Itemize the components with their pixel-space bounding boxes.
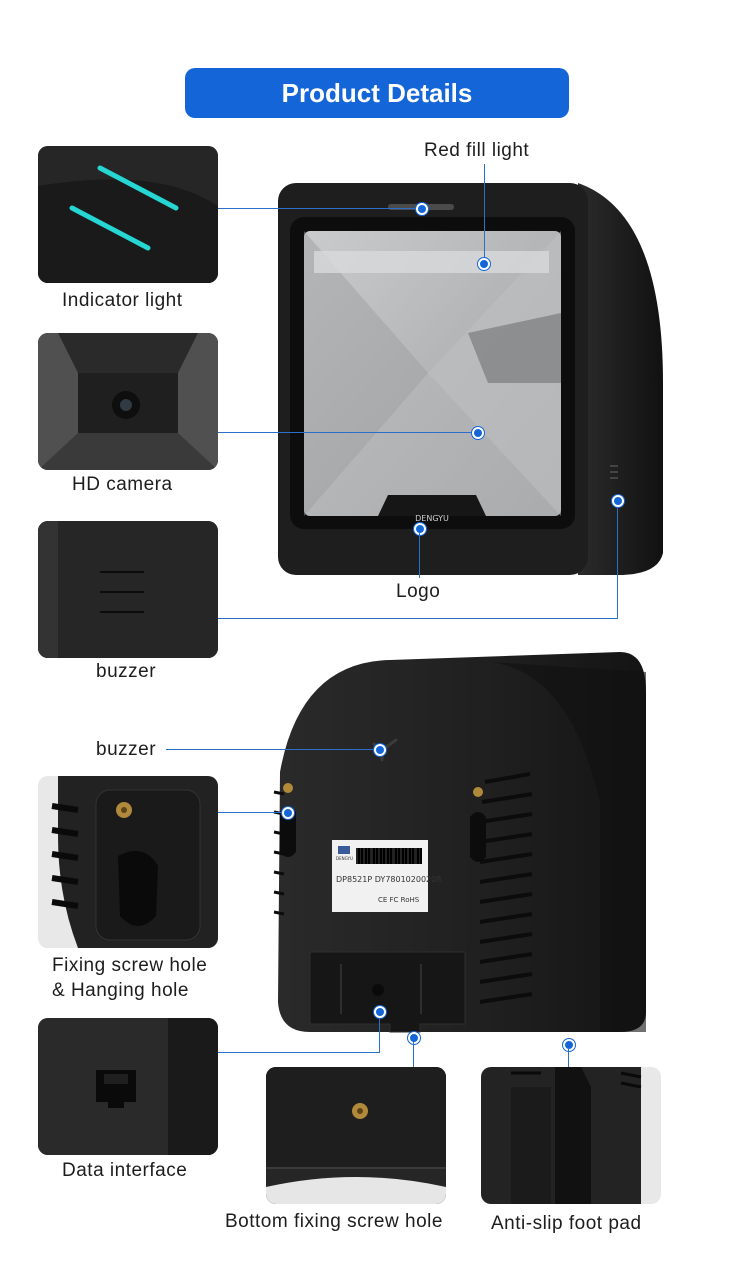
callout-dot-hd-camera bbox=[472, 427, 484, 439]
label-data-interface: Data interface bbox=[62, 1160, 188, 1181]
thumbnail-data-interface bbox=[38, 1018, 218, 1155]
label-anti-slip-foot-pad: Anti-slip foot pad bbox=[491, 1213, 642, 1234]
scanner-front-image: DENGYU bbox=[278, 183, 663, 578]
label-fixing-screw-hole-1: Fixing screw hole bbox=[52, 955, 208, 976]
callout-line-buzzer-back bbox=[166, 749, 376, 750]
label-red-fill-light: Red fill light bbox=[424, 140, 530, 161]
thumbnail-buzzer-side bbox=[38, 521, 218, 658]
scanner-back-image: DENGYU DP8521P DY78010200208 CE FC RoHS bbox=[270, 652, 646, 1038]
product-label-brand: DENGYU bbox=[336, 856, 353, 861]
callout-dot-buzzer-side bbox=[612, 495, 624, 507]
label-bottom-fixing-screw-hole: Bottom fixing screw hole bbox=[225, 1211, 443, 1232]
callout-line-hd-camera bbox=[218, 432, 474, 433]
callout-line-data-interface-v bbox=[379, 1016, 380, 1053]
callout-line-buzzer-side-h bbox=[218, 618, 618, 619]
thumbnail-hd-camera bbox=[38, 333, 218, 470]
thumbnail-indicator-light bbox=[38, 146, 218, 283]
thumbnail-bottom-fixing-screw-hole bbox=[266, 1067, 446, 1204]
callout-dot-anti-slip-foot-pad bbox=[563, 1039, 575, 1051]
callout-line-fixing-screw-hole bbox=[218, 812, 286, 813]
label-buzzer-back: buzzer bbox=[96, 739, 157, 760]
callout-line-anti-slip-foot-pad bbox=[568, 1049, 569, 1069]
label-logo: Logo bbox=[396, 581, 441, 602]
callout-line-red-fill-light bbox=[484, 164, 485, 262]
callout-dot-fixing-screw-hole bbox=[282, 807, 294, 819]
thumbnail-fixing-screw-hole bbox=[38, 776, 218, 948]
thumbnail-anti-slip-foot-pad bbox=[481, 1067, 661, 1204]
callout-line-data-interface-h bbox=[218, 1052, 380, 1053]
callout-dot-logo bbox=[414, 523, 426, 535]
product-label-cert: CE FC RoHS bbox=[378, 896, 420, 904]
label-fixing-screw-hole-2: & Hanging hole bbox=[52, 980, 189, 1001]
callout-dot-red-fill-light bbox=[478, 258, 490, 270]
callout-dot-buzzer-back bbox=[374, 744, 386, 756]
callout-line-indicator-light bbox=[218, 208, 418, 209]
label-buzzer-side: buzzer bbox=[96, 661, 157, 682]
callout-dot-bottom-fixing-screw-hole bbox=[408, 1032, 420, 1044]
product-label-model: DP8521P DY78010200208 bbox=[336, 875, 441, 884]
callout-line-buzzer-side-v bbox=[617, 505, 618, 619]
callout-dot-indicator-light bbox=[416, 203, 428, 215]
callout-dot-data-interface bbox=[374, 1006, 386, 1018]
callout-line-logo bbox=[419, 532, 420, 578]
label-indicator-light: Indicator light bbox=[62, 290, 183, 311]
brand-logo-text: DENGYU bbox=[415, 514, 449, 523]
label-hd-camera: HD camera bbox=[72, 474, 173, 495]
page-title: Product Details bbox=[185, 68, 569, 118]
callout-line-bottom-fixing-screw-hole bbox=[413, 1042, 414, 1068]
